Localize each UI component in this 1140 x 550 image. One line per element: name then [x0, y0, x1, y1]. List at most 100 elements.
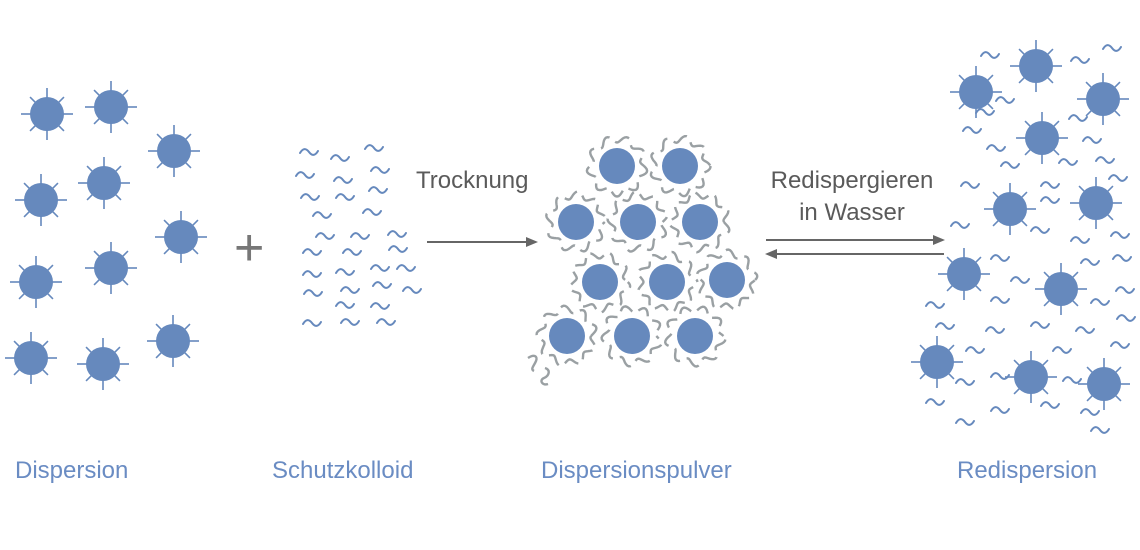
redispergieren-label: Redispergieren in Wasser — [752, 165, 952, 229]
polymer-wave — [995, 96, 1015, 104]
redispergieren-line2: in Wasser — [799, 199, 905, 226]
polymer-wave — [387, 230, 407, 238]
polymer-wave — [299, 148, 319, 156]
polymer-wave — [335, 301, 355, 309]
polymer-wave — [302, 248, 322, 256]
polymer-wave — [965, 346, 985, 354]
polymer-wave — [368, 186, 388, 194]
polymer-wave — [955, 378, 975, 386]
particle — [1077, 73, 1129, 125]
polymer-wave — [1080, 258, 1100, 266]
polymer-wave — [955, 418, 975, 426]
polymer-wave — [1040, 196, 1060, 204]
polymer-wave — [1080, 408, 1100, 416]
polymer-wave — [295, 171, 315, 179]
particle — [950, 66, 1002, 118]
coated-particle — [535, 304, 598, 367]
polymer-wave — [1070, 236, 1090, 244]
particle — [21, 88, 73, 140]
polymer-wave — [1095, 156, 1115, 164]
particle — [77, 338, 129, 390]
particle — [1035, 263, 1087, 315]
label-schutzkolloid: Schutzkolloid — [272, 457, 414, 484]
particle — [1070, 177, 1122, 229]
trocknung-arrow — [427, 237, 538, 247]
loose-colloid — [540, 366, 550, 386]
particle — [1010, 40, 1062, 92]
polymer-wave — [1070, 56, 1090, 64]
polymer-wave — [376, 318, 396, 326]
polymer-wave — [990, 406, 1010, 414]
label-dispersion: Dispersion — [15, 457, 129, 484]
polymer-wave — [330, 154, 350, 162]
polymer-wave — [342, 248, 362, 256]
redispergieren-arrow-back — [765, 249, 944, 259]
polymer-wave — [350, 232, 370, 240]
particle — [1005, 351, 1057, 403]
polymer-wave — [990, 296, 1010, 304]
polymer-wave — [1112, 254, 1132, 262]
polymer-wave — [372, 281, 392, 289]
polymer-wave — [1102, 44, 1122, 52]
polymer-wave — [1040, 401, 1060, 409]
polymer-wave — [950, 221, 970, 229]
particle — [85, 242, 137, 294]
redispergieren-line1: Redispergieren — [770, 167, 934, 194]
particle — [15, 174, 67, 226]
coated-particle — [663, 305, 727, 368]
polymer-wave — [1068, 114, 1088, 122]
coated-particle — [695, 248, 759, 311]
trocknung-label: Trocknung — [416, 167, 529, 194]
polymer-wave — [1000, 161, 1020, 169]
loose-colloid — [527, 354, 538, 373]
polymer-wave — [1030, 226, 1050, 234]
particle — [938, 248, 990, 300]
polymer-wave — [990, 254, 1010, 262]
polymer-wave — [935, 322, 955, 330]
polymer-wave — [340, 318, 360, 326]
polymer-wave — [985, 326, 1005, 334]
polymer-wave — [303, 289, 323, 297]
polymer-wave — [960, 181, 980, 189]
polymer-wave — [302, 319, 322, 327]
particle — [984, 183, 1036, 235]
polymer-wave — [333, 176, 353, 184]
coated-particle — [606, 190, 669, 253]
polymer-wave — [1115, 286, 1135, 294]
coated-particle — [636, 250, 699, 314]
polymer-wave — [1075, 326, 1095, 334]
polymer-wave — [962, 126, 982, 134]
polymer-wave — [1116, 314, 1136, 322]
polymer-wave — [388, 245, 408, 253]
particle — [147, 315, 199, 367]
coated-particle — [585, 135, 649, 198]
polymer-wave — [1082, 136, 1102, 144]
particle — [85, 81, 137, 133]
polymer-wave — [402, 286, 422, 294]
coated-particle — [545, 190, 608, 253]
particle — [78, 157, 130, 209]
particle — [10, 256, 62, 308]
schutzkolloid-waves — [295, 144, 422, 327]
polymer-wave — [1090, 426, 1110, 434]
polymer-wave — [925, 398, 945, 406]
polymer-wave — [1090, 298, 1110, 306]
coated-particle — [568, 251, 632, 314]
polymer-wave — [1058, 158, 1078, 166]
polymer-wave — [340, 286, 360, 294]
coated-particle — [668, 190, 731, 254]
polymer-wave — [1040, 181, 1060, 189]
coated-particle — [649, 135, 712, 198]
dispersion-particles — [5, 81, 207, 390]
polymer-wave — [300, 193, 320, 201]
polymer-wave — [980, 51, 1000, 59]
polymer-wave — [312, 211, 332, 219]
polymer-wave — [1108, 174, 1128, 182]
polymer-wave — [335, 193, 355, 201]
particle — [1078, 358, 1130, 410]
polymer-wave — [335, 268, 355, 276]
polymer-wave — [1110, 231, 1130, 239]
polymer-wave — [396, 264, 416, 272]
particle — [1016, 112, 1068, 164]
